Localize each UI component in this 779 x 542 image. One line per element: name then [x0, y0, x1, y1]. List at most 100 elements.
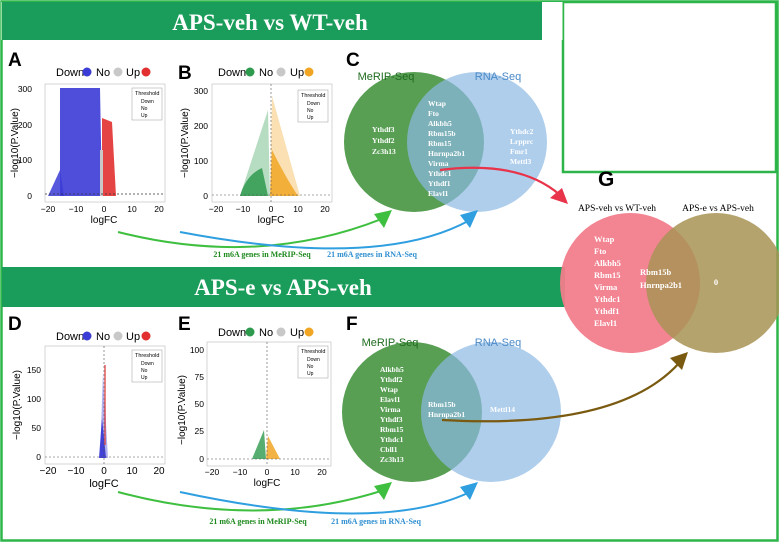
gene-label: Rbm15b [640, 267, 671, 277]
legend-down-label: Down [56, 331, 84, 343]
threshold-no: No [307, 108, 314, 114]
legend-up-label: Up [126, 331, 140, 343]
legend-up-dot [141, 67, 151, 77]
arrow-head [670, 352, 688, 370]
volcano-plot-e: Down No Up Threshold Down No Up 100 75 5… [177, 327, 332, 489]
venn-f: MeRIP-Seq RNA-Seq Alkbh5 Ythdf2 Wtap Ela… [342, 337, 561, 482]
rna-label: RNA-Seq [475, 71, 521, 83]
legend-no-dot [276, 327, 286, 337]
y-tick: 100 [194, 156, 208, 166]
gene-label: Zc3h13 [372, 147, 396, 156]
gene-label: Wtap [594, 234, 615, 244]
gene-label: Elavl1 [380, 395, 401, 404]
legend-down-dot [82, 67, 92, 77]
x-tick: 0 [269, 204, 274, 214]
scatter-points [252, 430, 280, 459]
gene-label: Mettl3 [510, 157, 531, 166]
gene-label: Ythdc1 [380, 435, 404, 444]
gene-label: Hnrnpa2b1 [428, 410, 465, 419]
panel-letter-a: A [8, 50, 22, 71]
x-tick: 0 [102, 204, 107, 214]
merip-caption: 21 m6A genes in MeRIP-Seq [213, 250, 311, 259]
gene-label: Ythdf3 [380, 415, 403, 424]
x-tick: −20 [209, 204, 224, 214]
venn-c: MeRIP-Seq RNA-Seq Ythdf3 Ythdf2 Zc3h13 W… [344, 71, 547, 212]
gene-label: Ythdf3 [372, 125, 395, 134]
threshold-no: No [307, 364, 314, 370]
legend-down-label: Down [218, 67, 246, 79]
y-tick: 0 [36, 452, 41, 462]
legend-no-label: No [96, 331, 110, 343]
x-tick: −10 [69, 204, 84, 214]
scatter-points [48, 88, 116, 196]
gene-label: 0 [714, 277, 718, 287]
arrow-head [374, 210, 392, 228]
arrow-to-g-top [439, 166, 561, 196]
legend-no-dot [113, 67, 123, 77]
legend-no-label: No [96, 67, 110, 79]
threshold-box [297, 345, 329, 379]
threshold-title: Threshold [301, 349, 325, 355]
gene-label: Zc3h13 [380, 455, 404, 464]
threshold-up: Up [141, 113, 148, 119]
upper-right-frame [561, 0, 778, 174]
gene-label: Rbm15 [428, 139, 452, 148]
gene-label: Wtap [428, 99, 446, 108]
left-set-label: APS-veh vs WT-veh [578, 204, 656, 214]
threshold-box [131, 349, 163, 383]
gene-label: Virma [428, 159, 449, 168]
threshold-no: No [141, 106, 148, 112]
gene-label: Fmr1 [510, 147, 528, 156]
gene-label: Cbll1 [380, 445, 398, 454]
x-tick: 10 [127, 204, 137, 214]
gene-label: Rbm15b [428, 129, 456, 138]
rna-caption: 21 m6A genes in RNA-Seq [331, 517, 421, 526]
threshold-title: Threshold [301, 93, 325, 99]
gene-label: Ythdc1 [428, 169, 452, 178]
threshold-down: Down [141, 99, 154, 105]
legend-no-dot [276, 67, 286, 77]
x-tick: −20 [41, 204, 56, 214]
threshold-box [131, 87, 163, 121]
gene-label: Elavl1 [594, 318, 617, 328]
arrow-merip-top [117, 217, 385, 249]
legend-up-dot [141, 331, 151, 341]
y-axis-label: −log10(P.Value) [12, 370, 23, 440]
rna-caption: 21 m6A genes in RNA-Seq [327, 250, 417, 259]
bottom-section-title: APS-e vs APS-veh [194, 275, 372, 300]
threshold-up: Up [307, 115, 314, 121]
legend-up-dot [304, 67, 314, 77]
gene-label: Fto [594, 246, 606, 256]
y-tick: 50 [32, 423, 42, 433]
x-tick: 20 [153, 466, 165, 477]
gene-label: Ythdf1 [594, 306, 620, 316]
gene-label: Elavl1 [428, 189, 449, 198]
gene-label: Wtap [380, 385, 398, 394]
panel-letter-b: B [178, 63, 192, 84]
venn-g: APS-veh vs WT-veh APS-e vs APS-veh Wtap … [560, 204, 779, 353]
y-tick: 75 [195, 372, 205, 382]
x-tick: 10 [290, 467, 300, 477]
panel-letter-f: F [346, 314, 358, 335]
merip-caption: 21 m6A genes in MeRIP-Seq [209, 517, 307, 526]
legend-up-label: Up [126, 67, 140, 79]
y-tick: 50 [195, 399, 205, 409]
threshold-title: Threshold [135, 91, 159, 97]
arrow-rna-top [179, 219, 471, 250]
gene-label: Ythdc1 [594, 294, 620, 304]
scatter-points [240, 96, 300, 196]
rna-circle [421, 342, 561, 482]
y-tick: 100 [27, 394, 41, 404]
y-tick: 0 [203, 191, 208, 201]
top-title-band [2, 2, 542, 40]
gene-label: Virma [594, 282, 618, 292]
gene-label: Rbm15b [428, 400, 456, 409]
gene-label: Rbm15 [594, 270, 620, 280]
rna-circle [407, 72, 547, 212]
gene-label: Lrpprc [510, 137, 534, 146]
threshold-box [297, 89, 329, 123]
x-tick: 20 [317, 467, 327, 477]
x-axis-label: logFC [254, 478, 281, 489]
x-tick: 0 [265, 467, 270, 477]
